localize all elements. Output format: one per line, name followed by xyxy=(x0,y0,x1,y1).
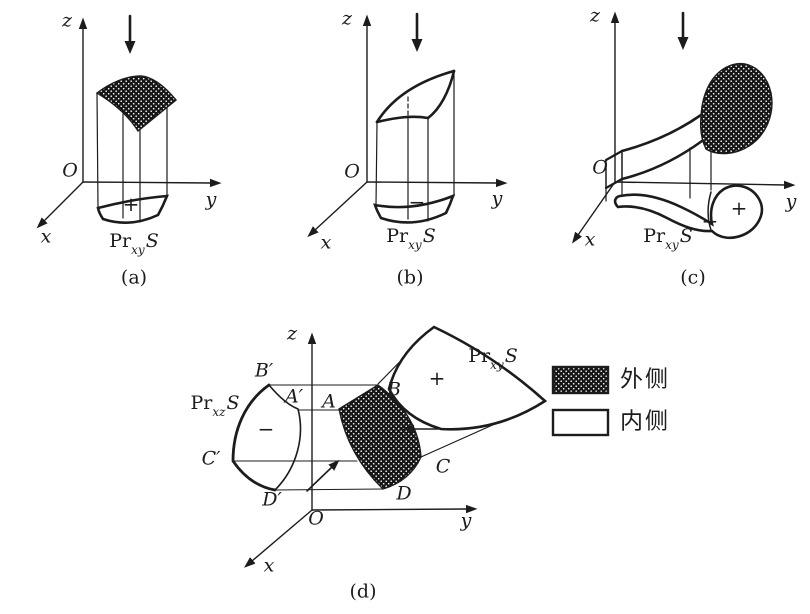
fig-c-minus-sign: − xyxy=(701,209,719,233)
legend-inner-swatch xyxy=(551,408,610,437)
legend-outer-swatch xyxy=(551,365,610,395)
fig-d-point-C-label: C xyxy=(435,455,451,478)
fig-d-x-axis xyxy=(243,509,313,568)
fig-d-xz-projection-label: PrxzS xyxy=(190,392,240,419)
fig-d-point-B-label: B xyxy=(387,378,401,401)
fig-b-surface-inner-patch-front-edge xyxy=(375,115,430,124)
proj-subscript: xy xyxy=(131,242,145,257)
fig-b-x-axis-label: x xyxy=(320,231,332,254)
fig-d-xz-projection-inner-edges xyxy=(268,384,302,491)
fig-c-y-axis-label: y xyxy=(785,190,797,213)
fig-d-point-A-label: A xyxy=(322,390,336,413)
fig-d-y-axis xyxy=(311,504,478,514)
fig-a-projection-label: PrxyS xyxy=(109,230,159,257)
proj-suffix: S xyxy=(422,225,436,248)
figure-a-drawing xyxy=(36,14,222,229)
fig-b-prism-edge xyxy=(375,122,378,206)
fig-c-origin-label: O xyxy=(592,156,608,179)
fig-a-y-axis-label: y xyxy=(205,188,217,211)
proj-suffix: S xyxy=(679,225,693,248)
fig-d-minus-sign: − xyxy=(257,417,275,441)
fig-d-xz-projection-outer-edges xyxy=(231,383,277,492)
fig-b-caption: (b) xyxy=(396,266,424,289)
proj-subscript: xy xyxy=(408,237,422,252)
fig-d-plus-sign: + xyxy=(428,366,446,390)
fig-a-origin-label: O xyxy=(62,159,78,182)
fig-d-point-D-label: D xyxy=(396,482,412,505)
fig-d-y-axis-label: y xyxy=(460,509,472,532)
fig-a-x-axis xyxy=(36,181,84,229)
fig-c-caption: (c) xyxy=(680,266,706,289)
fig-d-point-B-prime-label: B′ xyxy=(254,359,274,382)
fig-d-normal-vector-arrow xyxy=(306,459,340,492)
fig-c-ribbon-top-edge xyxy=(620,113,703,153)
proj-prefix: Pr xyxy=(643,225,666,248)
fig-c-x-axis xyxy=(571,181,616,244)
fig-d-z-axis-label: z xyxy=(286,322,298,345)
fig-c-x-axis-label: x xyxy=(584,228,596,251)
fig-c-projection-region xyxy=(613,184,764,240)
proj-subscript: xz xyxy=(212,404,226,419)
proj-prefix: Pr xyxy=(190,392,213,415)
fig-d-point-C-prime-label: C′ xyxy=(201,447,221,470)
fig-c-surface-outer-patch xyxy=(699,62,773,155)
fig-d-point-D-prime-label: D′ xyxy=(262,488,282,511)
fig-b-surface-inner-patch-right-edge xyxy=(426,69,456,120)
fig-c-plus-sign: + xyxy=(730,196,748,220)
figure-d-drawing xyxy=(231,325,548,568)
figure-b-drawing xyxy=(307,12,508,238)
fig-d-x-axis-label: x xyxy=(263,554,275,577)
fig-c-ribbon-bottom-edge xyxy=(620,139,704,181)
fig-d-caption: (d) xyxy=(349,580,377,603)
fig-c-projection-fold-line xyxy=(707,191,712,231)
fig-d-xy-projection-label: PrxyS xyxy=(468,345,518,372)
fig-d-surface-outer-patch xyxy=(338,384,422,490)
proj-prefix: Pr xyxy=(386,225,409,248)
fig-a-plus-sign: + xyxy=(122,192,140,216)
fig-b-y-axis-label: y xyxy=(491,187,503,210)
fig-a-y-axis xyxy=(82,178,222,188)
fig-b-projection-label: PrxyS xyxy=(386,225,436,252)
fig-b-projection-region xyxy=(373,193,456,224)
proj-subscript: xy xyxy=(490,357,504,372)
figure-c-drawing xyxy=(571,11,796,244)
fig-b-z-axis-label: z xyxy=(341,7,353,30)
proj-suffix: S xyxy=(504,345,518,368)
fig-c-y-axis xyxy=(614,180,796,190)
legend-swatches xyxy=(551,365,610,437)
proj-prefix: Pr xyxy=(109,230,132,253)
fig-b-surface-inner-patch-left-edge xyxy=(375,69,456,124)
fig-a-z-axis-label: z xyxy=(61,9,73,32)
fig-a-projection-region xyxy=(96,194,169,224)
fig-b-y-axis xyxy=(366,178,508,188)
fig-d-origin-label: O xyxy=(308,507,324,530)
legend-inner-label: 内侧 xyxy=(620,408,670,435)
fig-b-x-axis xyxy=(307,181,368,238)
fig-d-xy-projection-patch xyxy=(387,325,548,431)
fig-a-caption: (a) xyxy=(120,266,148,289)
fig-a-x-axis-label: x xyxy=(40,225,52,248)
fig-d-construction-line-DpD xyxy=(274,488,384,491)
fig-c-z-axis-label: z xyxy=(589,4,601,27)
proj-suffix: S xyxy=(226,392,240,415)
proj-prefix: Pr xyxy=(468,345,491,368)
fig-a-prism-edge xyxy=(96,92,99,209)
fig-b-minus-sign: − xyxy=(408,190,426,214)
legend-outer-label: 外侧 xyxy=(620,366,670,393)
fig-c-projection-label: PrxyS xyxy=(643,225,693,252)
fig-d-point-A-prime-label: A′ xyxy=(284,385,304,408)
proj-subscript: xy xyxy=(665,237,679,252)
fig-c-ribbon-end-face xyxy=(604,149,624,190)
fig-c-ribbon-end-face-edges xyxy=(605,150,623,189)
fig-b-origin-label: O xyxy=(344,160,360,183)
proj-suffix: S xyxy=(145,230,159,253)
fig-a-surface-outer-patch xyxy=(95,75,177,133)
